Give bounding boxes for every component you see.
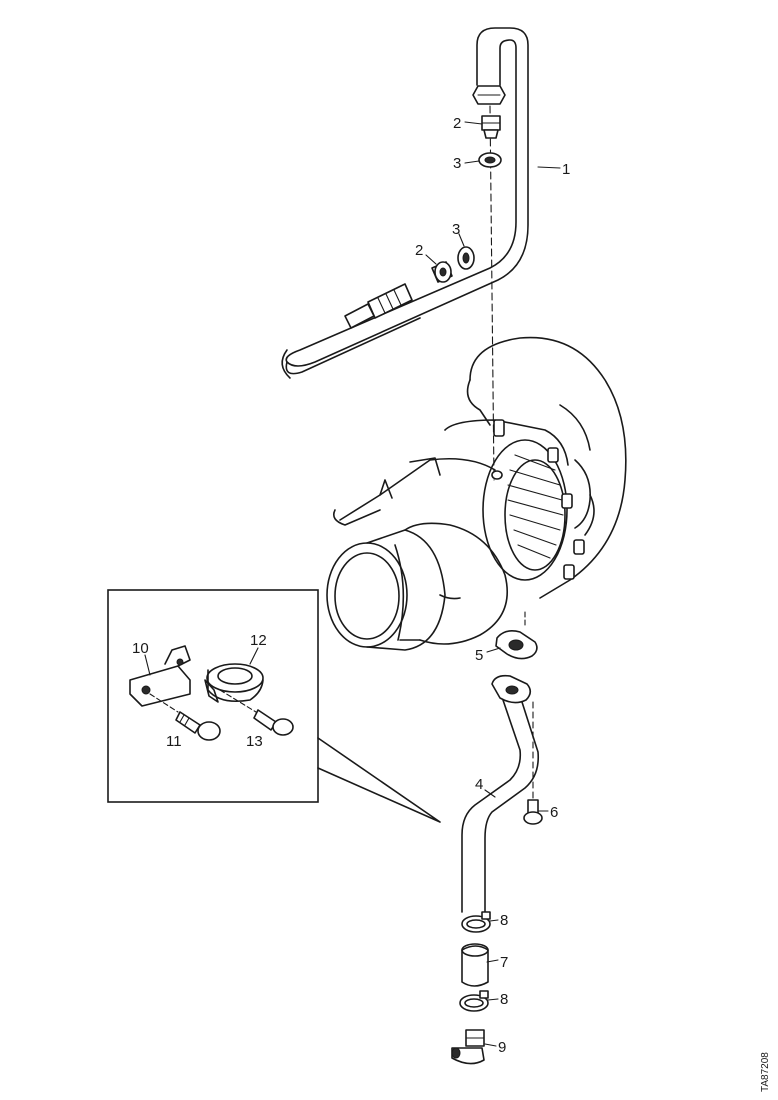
oil-supply-line [281, 27, 529, 379]
turbocharger [326, 336, 627, 651]
callout-8-lower: 8 [500, 991, 508, 1008]
reference-code: TA87208 [760, 1052, 771, 1092]
bracket-bolt [149, 693, 221, 741]
supply-line-connector [344, 283, 413, 329]
clamp-bolt [219, 689, 294, 736]
drain-elbow-fitting [451, 1029, 485, 1065]
drain-hose [461, 943, 489, 987]
drain-bolt [523, 799, 543, 825]
callout-11: 11 [166, 733, 182, 750]
callout-7: 7 [500, 954, 508, 971]
hose-clamp-lower [459, 990, 489, 1012]
callout-13: 13 [246, 733, 263, 750]
callout-4: 4 [475, 776, 483, 793]
adapter-fitting-lower [431, 261, 453, 283]
callout-3-upper: 3 [453, 155, 461, 172]
washer-lower [457, 246, 475, 270]
callout-9: 9 [498, 1039, 506, 1056]
callout-8-upper: 8 [500, 912, 508, 929]
oil-drain-line [461, 674, 540, 913]
adapter-fitting-upper [481, 115, 501, 139]
supply-line-nut [472, 85, 506, 105]
centre-line [489, 105, 495, 481]
callout-labels: 1 2 3 2 3 4 5 6 7 8 8 9 10 11 12 13 [132, 115, 570, 1056]
callout-10: 10 [132, 640, 149, 657]
callout-6: 6 [550, 804, 558, 821]
detail-inset [107, 589, 441, 823]
callout-5: 5 [475, 647, 483, 664]
line-clamp [204, 663, 264, 703]
callout-2-upper: 2 [453, 115, 461, 132]
hose-clamp-upper [461, 911, 491, 933]
gasket [495, 611, 538, 660]
callout-1: 1 [562, 161, 570, 178]
bracket [129, 645, 191, 707]
callout-2-lower: 2 [415, 242, 423, 259]
callout-leaders [144, 121, 561, 1047]
washer-upper [478, 152, 502, 168]
callout-12: 12 [250, 632, 267, 649]
callout-3-lower: 3 [452, 221, 460, 238]
